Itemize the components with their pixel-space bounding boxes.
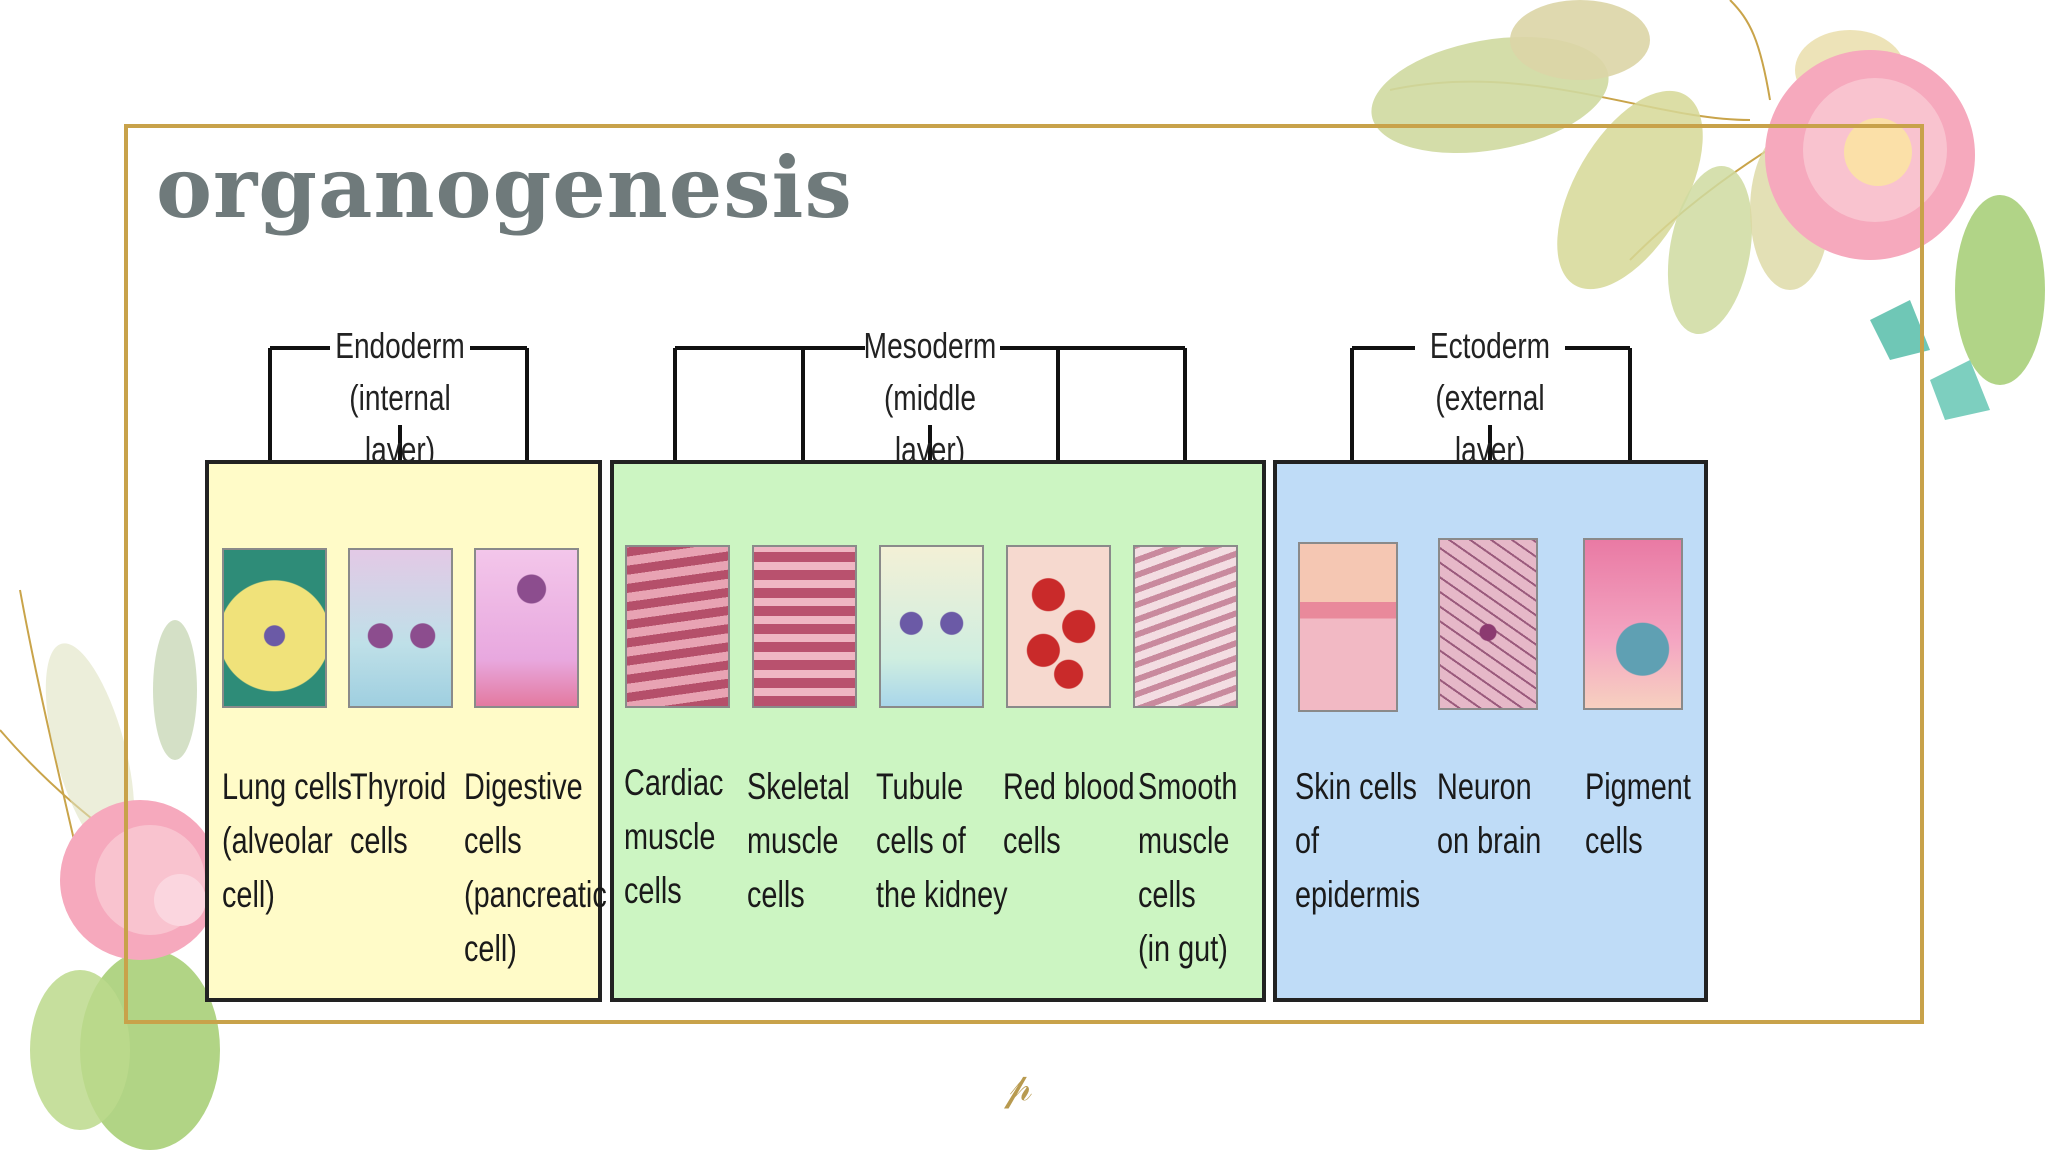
pigment-cell-icon <box>1583 538 1683 710</box>
cell-label-smooth: Smooth muscle cells (in gut) <box>1138 766 1238 969</box>
cell-label-red-blood: Red blood cells <box>1003 766 1135 861</box>
mesoderm-heading: Mesoderm (middle layer) <box>852 320 1008 476</box>
mesoderm-name: Mesoderm <box>863 325 997 366</box>
cardiac-muscle-icon <box>625 545 730 708</box>
cell-label-pigment: Pigment cells <box>1585 766 1691 861</box>
cell-label-skin: Skin cells of epidermis <box>1295 766 1421 915</box>
page-number-mark: 𝓅 <box>1004 1064 1033 1110</box>
ectoderm-heading: Ectoderm (external layer) <box>1412 320 1568 476</box>
ectoderm-sub: (external layer) <box>1435 377 1545 470</box>
lung-cell-icon <box>222 548 327 708</box>
skeletal-muscle-icon <box>752 545 857 708</box>
cell-label-digestive: Digestive cells (pancreatic cell) <box>464 766 607 969</box>
thyroid-cell-icon <box>348 548 453 708</box>
neuron-icon <box>1438 538 1538 710</box>
floral-decoration-bottom-left <box>0 589 220 1150</box>
cell-label-skeletal: Skeletal muscle cells <box>747 766 850 915</box>
germ-layer-diagram: Endoderm (internal layer) Mesoderm (midd… <box>200 320 1720 1010</box>
digestive-cell-icon <box>474 548 579 708</box>
cell-label-lung: Lung cells (alveolar cell) <box>222 766 352 915</box>
ectoderm-name: Ectoderm <box>1429 325 1551 366</box>
cell-label-cardiac: Cardiac muscle cells <box>624 762 724 911</box>
skin-cell-icon <box>1298 542 1398 712</box>
endoderm-name: Endoderm <box>335 325 465 366</box>
smooth-muscle-icon <box>1133 545 1238 708</box>
cell-label-tubule: Tubule cells of the kidney <box>876 766 1008 915</box>
slide-title: organogenesis <box>156 138 853 237</box>
red-blood-cell-icon <box>1006 545 1111 708</box>
kidney-tubule-icon <box>879 545 984 708</box>
slide-frame <box>124 124 1924 1024</box>
cell-label-thyroid: Thyroid cells <box>350 766 447 861</box>
endoderm-heading: Endoderm (internal layer) <box>322 320 478 476</box>
endoderm-sub: (internal layer) <box>349 377 451 470</box>
cell-label-neuron: Neuron on brain <box>1437 766 1542 861</box>
